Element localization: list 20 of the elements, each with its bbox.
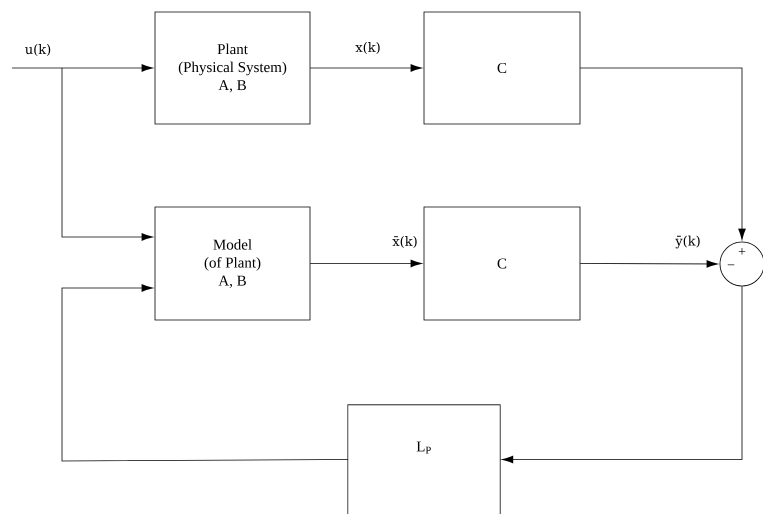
block: Model (of Plant) A, B xyxy=(154,206,310,320)
sign-label: − xyxy=(728,264,734,266)
block: C xyxy=(424,12,580,124)
block: Plant (Physical System) A, B xyxy=(154,12,310,124)
gain-block: L$_{P}$ xyxy=(347,404,501,514)
arrow xyxy=(310,260,422,268)
arrow xyxy=(580,260,718,268)
arrow xyxy=(62,68,154,241)
arrow xyxy=(12,64,154,72)
arrow xyxy=(502,286,742,464)
block: C xyxy=(424,206,580,320)
arrow xyxy=(310,64,422,72)
signal-label: u(k) xyxy=(24,43,52,57)
arrow xyxy=(62,284,348,462)
signal-label: ȳ(k) xyxy=(674,234,702,250)
sign-label: + xyxy=(738,248,746,255)
summing-junction xyxy=(720,242,763,286)
signal-label: x̄(k) xyxy=(391,235,419,249)
arrow xyxy=(580,68,746,240)
signal-label: x(k) xyxy=(354,41,382,55)
